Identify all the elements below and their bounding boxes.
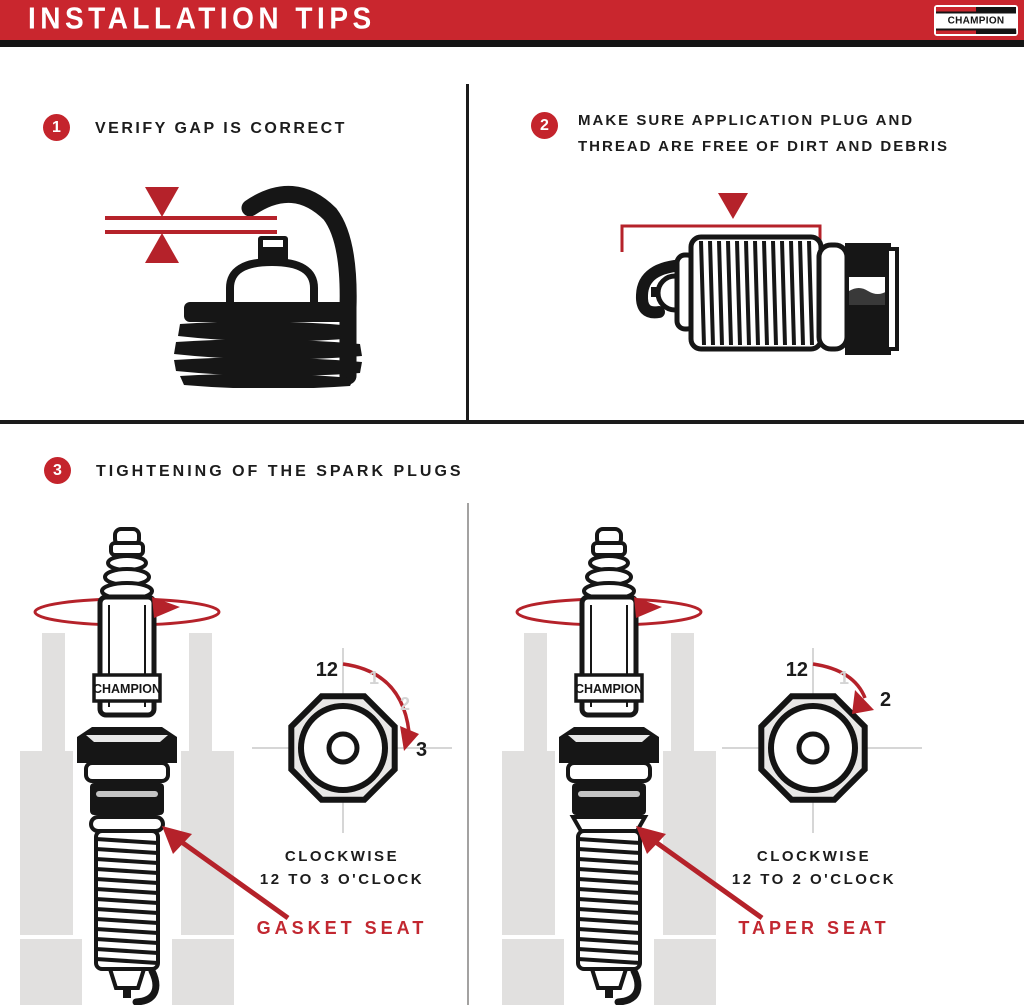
step2-title-line2: THREAD ARE FREE OF DIRT AND DEBRIS (578, 138, 950, 155)
thread-illustration (620, 193, 899, 355)
brand-label-box (574, 673, 644, 703)
arc-arrowhead (400, 726, 419, 751)
clockwise-arc (812, 662, 867, 699)
clock-label-3: 3 (416, 739, 427, 761)
plug-cross-section-left: CHAMPION (20, 527, 234, 1005)
clock-caption-left: CLOCKWISE 12 TO 3 O'CLOCK (232, 845, 452, 891)
spark-plug (559, 527, 659, 1005)
clockwise-label-left: CLOCKWISE (284, 848, 400, 865)
header-banner (0, 0, 1024, 40)
seat-arrow-right (636, 826, 764, 921)
rotation-arrowhead (152, 597, 180, 618)
clock-label-2: 2 (880, 689, 891, 711)
top-vertical-divider (466, 84, 469, 420)
seat-arrow-left (162, 826, 290, 921)
step1-title: VERIFY GAP IS CORRECT (95, 120, 347, 137)
logo-brand-text: CHAMPION (947, 15, 1005, 26)
step1-badge: 1 (43, 114, 70, 141)
clock-diagram-right: 12 1 2 (722, 648, 922, 833)
brand-label-box (92, 673, 162, 703)
step3-title: TIGHTENING OF THE SPARK PLUGS (96, 463, 464, 480)
gap-indicator (105, 187, 277, 263)
hex-nut (559, 727, 659, 763)
side-electrode (635, 259, 691, 319)
header-underline (0, 40, 1024, 47)
clockwise-label-right: CLOCKWISE (756, 848, 872, 865)
clock-diagram-left: 12 1 2 3 (252, 648, 452, 833)
gasket (89, 815, 165, 833)
arc-arrowhead (852, 690, 874, 714)
gap-illustration (105, 186, 362, 388)
insulator-dome (226, 257, 318, 316)
champion-logo: CHAMPION ® (934, 5, 1018, 36)
threads (94, 829, 160, 971)
plug-brand-text: CHAMPION (93, 682, 161, 696)
gap-arrow-down (145, 187, 179, 217)
clock-caption-right: CLOCKWISE 12 TO 2 O'CLOCK (704, 845, 924, 891)
plug-body (174, 302, 362, 388)
clock-label-12: 12 (316, 659, 338, 681)
clockwise-arc (342, 662, 411, 733)
cylinder-head-gray (20, 633, 234, 1005)
rotation-arrowhead (634, 597, 662, 618)
horizontal-divider (0, 420, 1024, 424)
step2-badge: 2 (531, 112, 558, 139)
clock-label-1: 1 (839, 668, 849, 688)
ground-electrode (241, 186, 357, 385)
ground-electrode (132, 967, 160, 1005)
clock-label-2: 2 (400, 694, 410, 714)
clock-label-12: 12 (786, 659, 808, 681)
hex-nut (77, 727, 177, 763)
logo-band: CHAMPION (936, 11, 1016, 30)
seat-collar (816, 242, 850, 352)
ground-electrode (614, 967, 642, 1005)
champion-logo-bowtie: CHAMPION (936, 7, 1016, 34)
taper-seat-label: TAPER SEAT (738, 918, 890, 938)
thread-arrow-down (718, 193, 748, 219)
step2-title: MAKE SURE APPLICATION PLUG AND THREAD AR… (578, 108, 949, 160)
bottom-vertical-divider (467, 503, 469, 1005)
gap-arrow-up (145, 233, 179, 263)
step2-title-line1: MAKE SURE APPLICATION PLUG AND (578, 112, 915, 129)
cylinder-head-gray (502, 633, 716, 1005)
plug-cross-section-right: CHAMPION (502, 527, 716, 1005)
spark-plug (77, 527, 177, 1005)
page-title: INSTALLATION TIPS (28, 1, 376, 36)
threads (688, 234, 824, 352)
range-label-right: 12 TO 2 O'CLOCK (731, 871, 897, 888)
range-label-left: 12 TO 3 O'CLOCK (259, 871, 425, 888)
hex-nut (845, 243, 899, 355)
clock-label-1: 1 (369, 668, 379, 688)
logo-registered-mark: ® (1013, 30, 1017, 36)
plug-brand-text: CHAMPION (575, 682, 643, 696)
gasket-seat-label: GASKET SEAT (256, 918, 428, 938)
step3-badge: 3 (44, 457, 71, 484)
